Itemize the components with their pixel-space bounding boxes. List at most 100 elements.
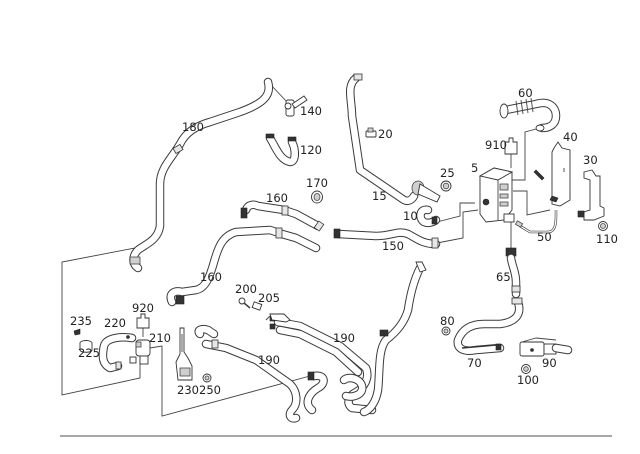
- callout-250: 250: [199, 383, 221, 397]
- callout-25: 25: [440, 166, 455, 180]
- part-50-sensor-cable[interactable]: [514, 210, 558, 234]
- part-250-grommet[interactable]: [202, 373, 212, 383]
- hose-190-lower[interactable]: [194, 324, 301, 423]
- part-235-clip[interactable]: [73, 328, 81, 336]
- hose-190-riser[interactable]: [359, 261, 427, 417]
- part-100-grommet[interactable]: [521, 364, 531, 374]
- callout-200: 200: [235, 282, 257, 296]
- hose-190-riser-connector: [415, 261, 427, 273]
- callout-10: 10: [403, 209, 418, 223]
- leader-line-210-bottom: [155, 345, 311, 417]
- hose-70-strap: [461, 344, 497, 349]
- part-920-connector[interactable]: [136, 313, 150, 329]
- hose-10[interactable]: [416, 205, 441, 228]
- callout-65: 65: [496, 270, 511, 284]
- callout-40: 40: [563, 130, 578, 144]
- hose-15-clamp: [353, 73, 363, 81]
- callout-920: 920: [132, 301, 154, 315]
- callout-110: 110: [596, 232, 618, 246]
- callout-205: 205: [258, 291, 280, 305]
- callout-15: 15: [372, 189, 387, 203]
- hose-150-clamp-right: [431, 237, 439, 249]
- leader-line-50: [513, 190, 551, 216]
- callout-labels: 180 140 120 20 60 910 40 30 5 25 170 160…: [70, 86, 618, 397]
- hose-150-clamp-left: [333, 228, 341, 239]
- hose-160-lower-clamp: [175, 295, 185, 305]
- hose-150[interactable]: [333, 228, 441, 249]
- callout-210: 210: [149, 331, 171, 345]
- callout-80: 80: [440, 314, 455, 328]
- part-110-grommet[interactable]: [598, 221, 608, 231]
- part-200-bolt[interactable]: [238, 297, 251, 309]
- callout-225: 225: [78, 346, 100, 360]
- callout-170: 170: [306, 176, 328, 190]
- hose-70[interactable]: [453, 297, 524, 355]
- hose-160-upper[interactable]: [240, 200, 325, 232]
- hose-190-loop-clamp: [307, 371, 315, 381]
- hose-220-clamp: [115, 361, 122, 370]
- part-910-connector[interactable]: [504, 137, 518, 155]
- callout-120: 120: [300, 143, 322, 157]
- part-5-heater-unit[interactable]: [478, 167, 515, 223]
- callout-70: 70: [467, 356, 482, 370]
- leader-line-150: [436, 209, 479, 244]
- callout-910: 910: [485, 138, 507, 152]
- hose-70-end-clamp: [495, 343, 502, 351]
- callout-235: 235: [70, 314, 92, 328]
- part-15-fitting[interactable]: [411, 180, 441, 203]
- part-90-pump[interactable]: [519, 337, 573, 357]
- hose-15[interactable]: [346, 73, 419, 206]
- callout-50: 50: [537, 230, 552, 244]
- hose-180-end-clamp: [129, 256, 141, 265]
- hose-190-upper-clip-2: [269, 323, 276, 330]
- hose-120[interactable]: [265, 133, 299, 167]
- hose-190-lower-clamp: [211, 339, 219, 349]
- callout-160-upper: 160: [266, 191, 288, 205]
- hose-160-upper-mid-clamp: [281, 205, 289, 216]
- part-205-bracket[interactable]: [251, 301, 291, 323]
- callout-190-lower: 190: [258, 353, 280, 367]
- part-170-ring[interactable]: [311, 190, 323, 204]
- callout-90: 90: [542, 356, 557, 370]
- part-25-grommet[interactable]: [440, 180, 452, 192]
- callout-150: 150: [382, 239, 404, 253]
- callout-140: 140: [300, 104, 322, 118]
- leader-lines: [61, 83, 551, 417]
- callout-190-upper: 190: [333, 331, 355, 345]
- hose-220[interactable]: [98, 333, 137, 373]
- leader-line-60: [512, 127, 541, 181]
- callout-100: 100: [517, 373, 539, 387]
- callout-5: 5: [471, 161, 478, 175]
- part-140-connector[interactable]: [284, 95, 308, 117]
- callout-20: 20: [378, 127, 393, 141]
- hose-220-clip: [126, 335, 130, 339]
- hose-180[interactable]: [129, 77, 274, 273]
- part-30-bracket[interactable]: [577, 169, 605, 221]
- hose-160-lower[interactable]: [166, 225, 321, 307]
- part-230-bracket[interactable]: [175, 327, 193, 381]
- part-80-grommet[interactable]: [441, 326, 451, 336]
- leader-line-180-left: [61, 247, 141, 396]
- hose-190-loop[interactable]: [303, 371, 367, 415]
- callout-60: 60: [518, 86, 533, 100]
- part-225-cap[interactable]: [79, 340, 93, 353]
- part-40-bracket[interactable]: [533, 141, 571, 207]
- part-65-clamp: [511, 285, 521, 293]
- part-60-intake-hose[interactable]: [499, 97, 561, 133]
- callout-30: 30: [583, 153, 598, 167]
- hose-180-clamp: [172, 143, 184, 155]
- callout-230: 230: [177, 383, 199, 397]
- hose-120-clamp-right: [287, 136, 297, 142]
- leader-line-10: [436, 202, 475, 223]
- part-65-hose[interactable]: [505, 247, 521, 299]
- hose-190-riser-clamp: [379, 329, 389, 337]
- callout-160-lower: 160: [200, 270, 222, 284]
- hose-160-upper-clamp: [240, 207, 248, 219]
- hose-120-clamp-left: [265, 133, 275, 139]
- part-20-clip[interactable]: [365, 127, 377, 138]
- callout-220: 220: [104, 316, 126, 330]
- part-210-valve[interactable]: [129, 339, 157, 365]
- hose-70-clamp: [511, 297, 523, 305]
- hose-160-lower-mid-clamp: [275, 227, 283, 239]
